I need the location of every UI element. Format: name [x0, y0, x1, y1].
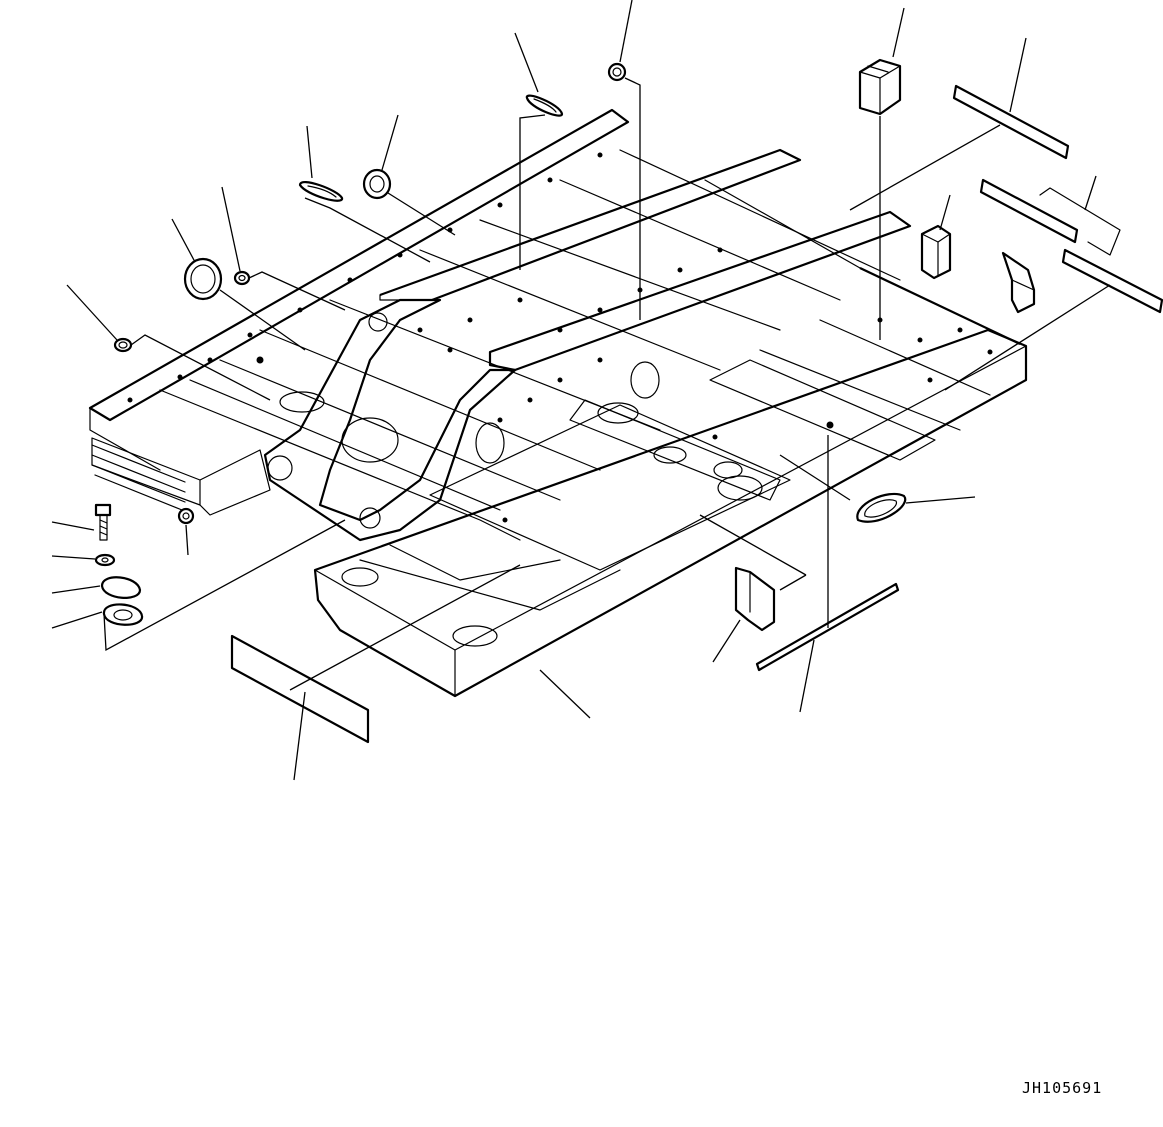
seal-strip-long-top: [849, 37, 1070, 211]
pad-wedge: [1001, 251, 1036, 314]
revolving-frame: [88, 108, 1028, 698]
cover-sheet: [230, 564, 521, 781]
grommet-oval: [298, 125, 431, 263]
frame-leader: [539, 669, 591, 719]
grommet-oval-top: [514, 32, 564, 270]
nut: [177, 507, 195, 556]
drawing-number: JH105691: [1022, 1079, 1103, 1097]
washer: [51, 553, 116, 567]
pad-block: [920, 194, 952, 280]
gasket-plate: [51, 576, 142, 599]
seal-strip-bottom: [755, 435, 900, 713]
bolt: [51, 503, 112, 541]
grommet-left-small: [66, 284, 271, 401]
grommet-oval-right: [779, 454, 976, 523]
gasket-plate-lower: [51, 519, 346, 652]
grommet-round: [362, 114, 456, 236]
grommet-top: [607, 0, 641, 320]
grommet-small: [221, 186, 346, 311]
cover-block-top: [858, 7, 905, 340]
cover-plate: [699, 514, 807, 663]
seal-strip-pair: [944, 175, 1163, 391]
seal-ring-large: [171, 218, 306, 351]
